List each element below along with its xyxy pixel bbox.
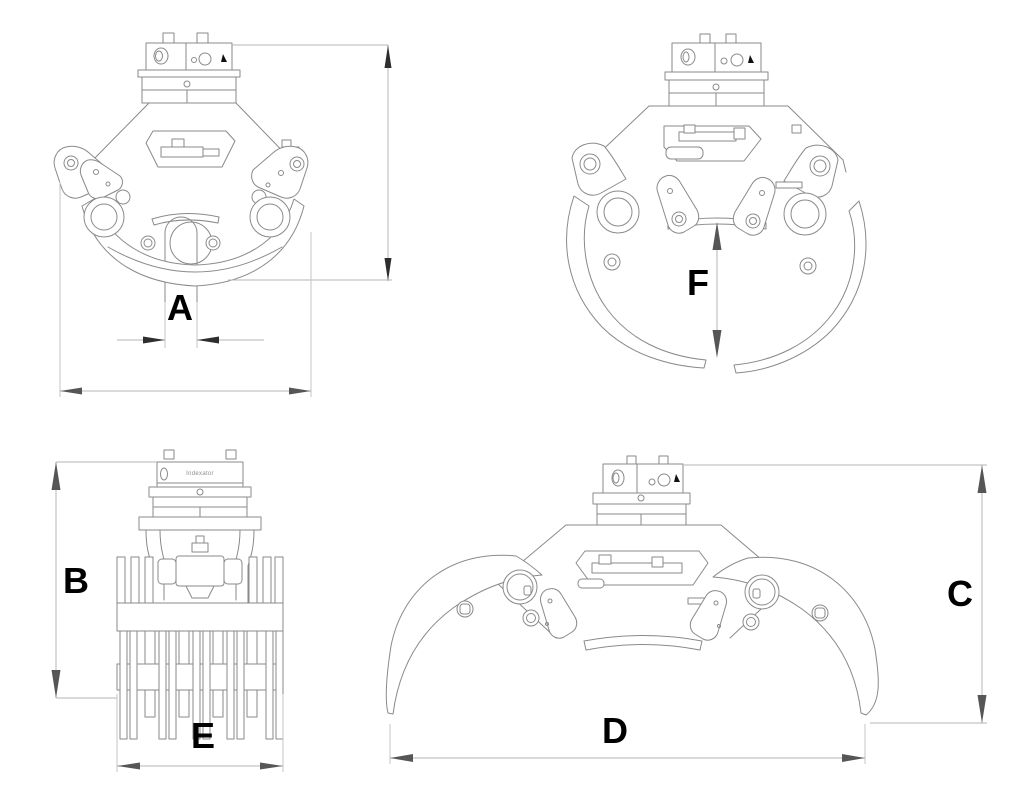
dimension-label-a: A: [167, 287, 193, 328]
end-cylinder-assembly: [116, 555, 284, 604]
dimension-d-lines: [389, 724, 866, 764]
open-grapple-view-drawing: [385, 455, 879, 716]
side-open-view-drawing: [566, 33, 867, 374]
end-tine-assembly: [116, 602, 284, 740]
front-rotator: [137, 32, 241, 104]
end-view-drawing: [116, 449, 284, 740]
rotator-brand-text: Indexator: [186, 471, 214, 477]
side-link-plates-right: [732, 144, 839, 236]
side-link-plates-left: [571, 142, 700, 234]
dimension-b-lines: [51, 461, 157, 699]
front-jaws: [81, 198, 305, 287]
front-link-plates-right: [249, 145, 309, 238]
open-body: [496, 524, 790, 639]
dimension-c-lines: [684, 464, 987, 724]
dimension-label-c: C: [947, 573, 973, 614]
open-link-plates-right: [687, 574, 780, 641]
open-link-plates-left: [502, 569, 578, 639]
dimension-label-e: E: [190, 715, 216, 756]
side-body: [587, 105, 847, 173]
dimension-label-d: D: [602, 710, 628, 751]
front-closed-view-drawing: [53, 32, 309, 303]
front-link-plates-left: [53, 145, 131, 238]
dimension-label-f: F: [687, 262, 709, 303]
dimension-f-lines: [712, 222, 722, 358]
open-jaw-arms: [385, 554, 879, 716]
dimension-e-lines: [116, 694, 284, 772]
open-rotator: [592, 455, 691, 526]
end-rotator: [148, 449, 252, 518]
dimension-label-b: B: [63, 560, 89, 601]
front-closed-dimension-lines: [59, 44, 392, 397]
side-rotator: [664, 33, 769, 107]
